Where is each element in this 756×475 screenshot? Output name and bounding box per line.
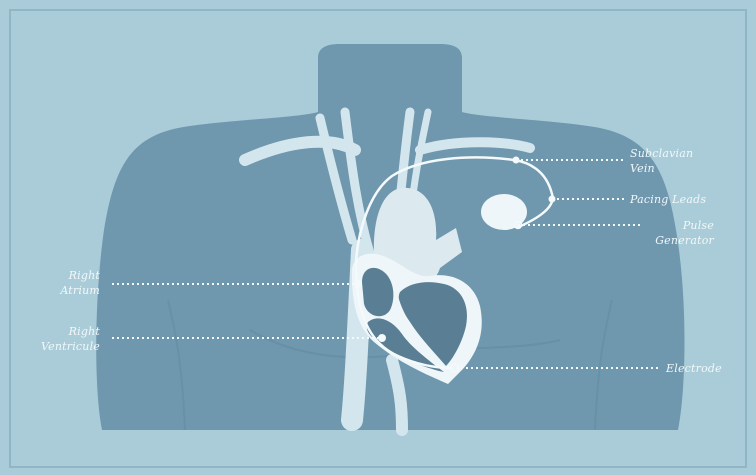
dot-pacing-leads [549,196,556,203]
label-right-atrium: Right Atrium [40,268,100,298]
pulse-generator-device [481,194,527,230]
label-pulse-generator: Pulse Generator [650,218,714,248]
label-subclavian-vein: Subclavian Vein [630,146,693,176]
dot-right-ventricle [378,334,386,342]
label-right-ventricle: Right Ventricule [24,324,100,354]
label-electrode: Electrode [666,361,722,376]
dot-subclavian [513,157,520,164]
label-pacing-leads: Pacing Leads [630,192,706,207]
dot-right-atrium [354,280,362,288]
